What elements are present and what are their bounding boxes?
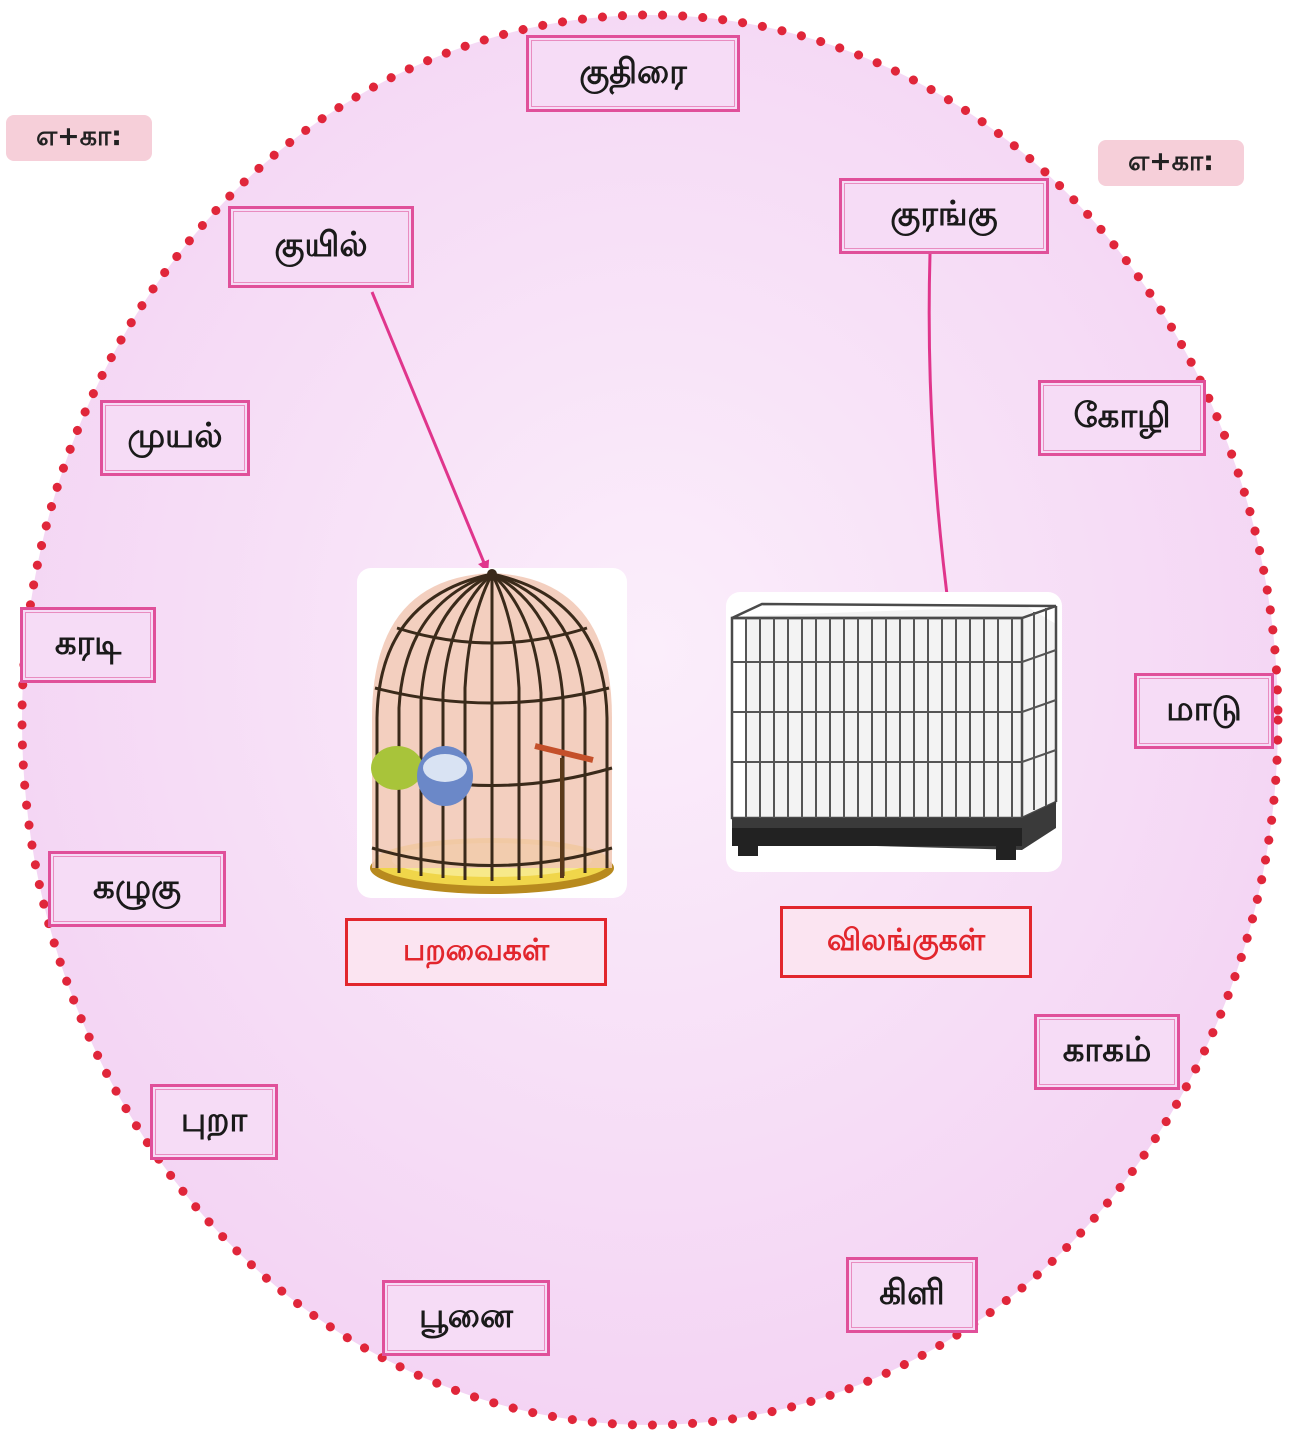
animal-cage-icon <box>726 592 1062 872</box>
arrow-kurangu-to-animals <box>927 253 955 621</box>
category-animals[interactable]: விலங்குகள் <box>780 906 1032 978</box>
arrow-kuyil-to-birds <box>370 291 490 573</box>
word-muyal[interactable]: முயல் <box>100 400 250 476</box>
word-kozhi[interactable]: கோழி <box>1038 380 1206 456</box>
word-kurangu[interactable]: குரங்கு <box>839 178 1049 254</box>
word-kili[interactable]: கிளி <box>846 1257 978 1333</box>
word-karadi[interactable]: கரடி <box>20 607 156 683</box>
bird-cage-icon <box>357 568 627 898</box>
word-kaagam[interactable]: காகம் <box>1034 1014 1180 1090</box>
word-kazhugu[interactable]: கழுகு <box>48 851 226 927</box>
word-kuthirai[interactable]: குதிரை <box>526 35 740 112</box>
category-birds[interactable]: பறவைகள் <box>345 918 607 986</box>
word-maadu[interactable]: மாடு <box>1134 673 1274 749</box>
example-label-right: எ+கா: <box>1098 140 1244 186</box>
word-puraa[interactable]: புறா <box>150 1084 278 1160</box>
example-label-left: எ+கா: <box>6 115 152 161</box>
word-kuyil[interactable]: குயில் <box>228 206 414 288</box>
word-poonai[interactable]: பூனை <box>382 1280 550 1356</box>
